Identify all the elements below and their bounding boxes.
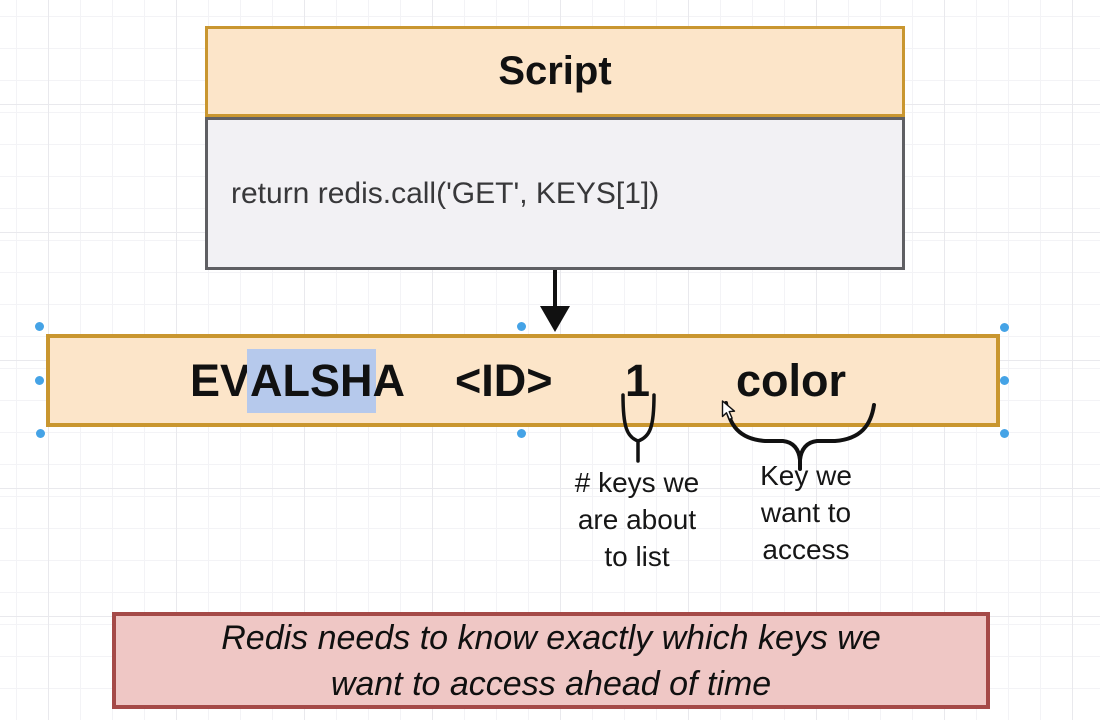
down-arrow-connector[interactable] — [538, 270, 572, 334]
evalsha-post-text: A — [372, 354, 406, 406]
selection-handle-mid-left[interactable] — [35, 376, 44, 385]
numkeys-brace[interactable] — [618, 393, 658, 465]
numkeys-callout-label: # keys we are about to list — [575, 464, 700, 575]
token-script-id: <ID> — [455, 354, 553, 406]
mouse-cursor-icon — [721, 400, 736, 421]
note-line1: Redis needs to know exactly which keys w… — [221, 618, 881, 657]
selection-handle-top-right[interactable] — [1000, 323, 1009, 332]
note-shape[interactable]: Redis needs to know exactly which keys w… — [112, 612, 990, 709]
key-callout-line2: want to — [760, 497, 852, 528]
evalsha-highlighted-text: ALSH — [247, 348, 376, 413]
numkeys-callout-line3: to list — [604, 541, 670, 572]
selection-handle-top-left[interactable] — [35, 322, 44, 331]
numkeys-callout-line2: are about — [577, 504, 697, 535]
key-callout-line1: Key we — [760, 460, 852, 491]
token-numkeys: 1 — [625, 354, 651, 406]
script-title-bar: Script — [205, 26, 905, 117]
key-callout-line3: access — [762, 534, 850, 565]
key-brace[interactable] — [723, 399, 877, 473]
selection-handle-bottom-right[interactable] — [1000, 429, 1009, 438]
selection-handle-bottom-center[interactable] — [517, 429, 526, 438]
script-code-area: return redis.call('GET', KEYS[1]) — [205, 117, 905, 270]
numkeys-callout-line1: # keys we — [574, 467, 700, 498]
token-key-name: color — [736, 354, 847, 406]
key-callout-label: Key we want to access — [760, 457, 852, 568]
script-code-text: return redis.call('GET', KEYS[1]) — [231, 176, 660, 210]
script-title: Script — [498, 49, 612, 93]
selection-handle-top-center[interactable] — [517, 322, 526, 331]
note-line2: want to access ahead of time — [330, 664, 772, 703]
evalsha-pre-text: EV — [190, 354, 251, 406]
selection-handle-mid-right[interactable] — [1000, 376, 1009, 385]
selection-handle-bottom-left[interactable] — [36, 429, 45, 438]
script-shape[interactable]: Script return redis.call('GET', KEYS[1]) — [205, 26, 905, 270]
command-shape[interactable] — [46, 334, 1000, 427]
arrow-head-icon — [540, 306, 570, 332]
